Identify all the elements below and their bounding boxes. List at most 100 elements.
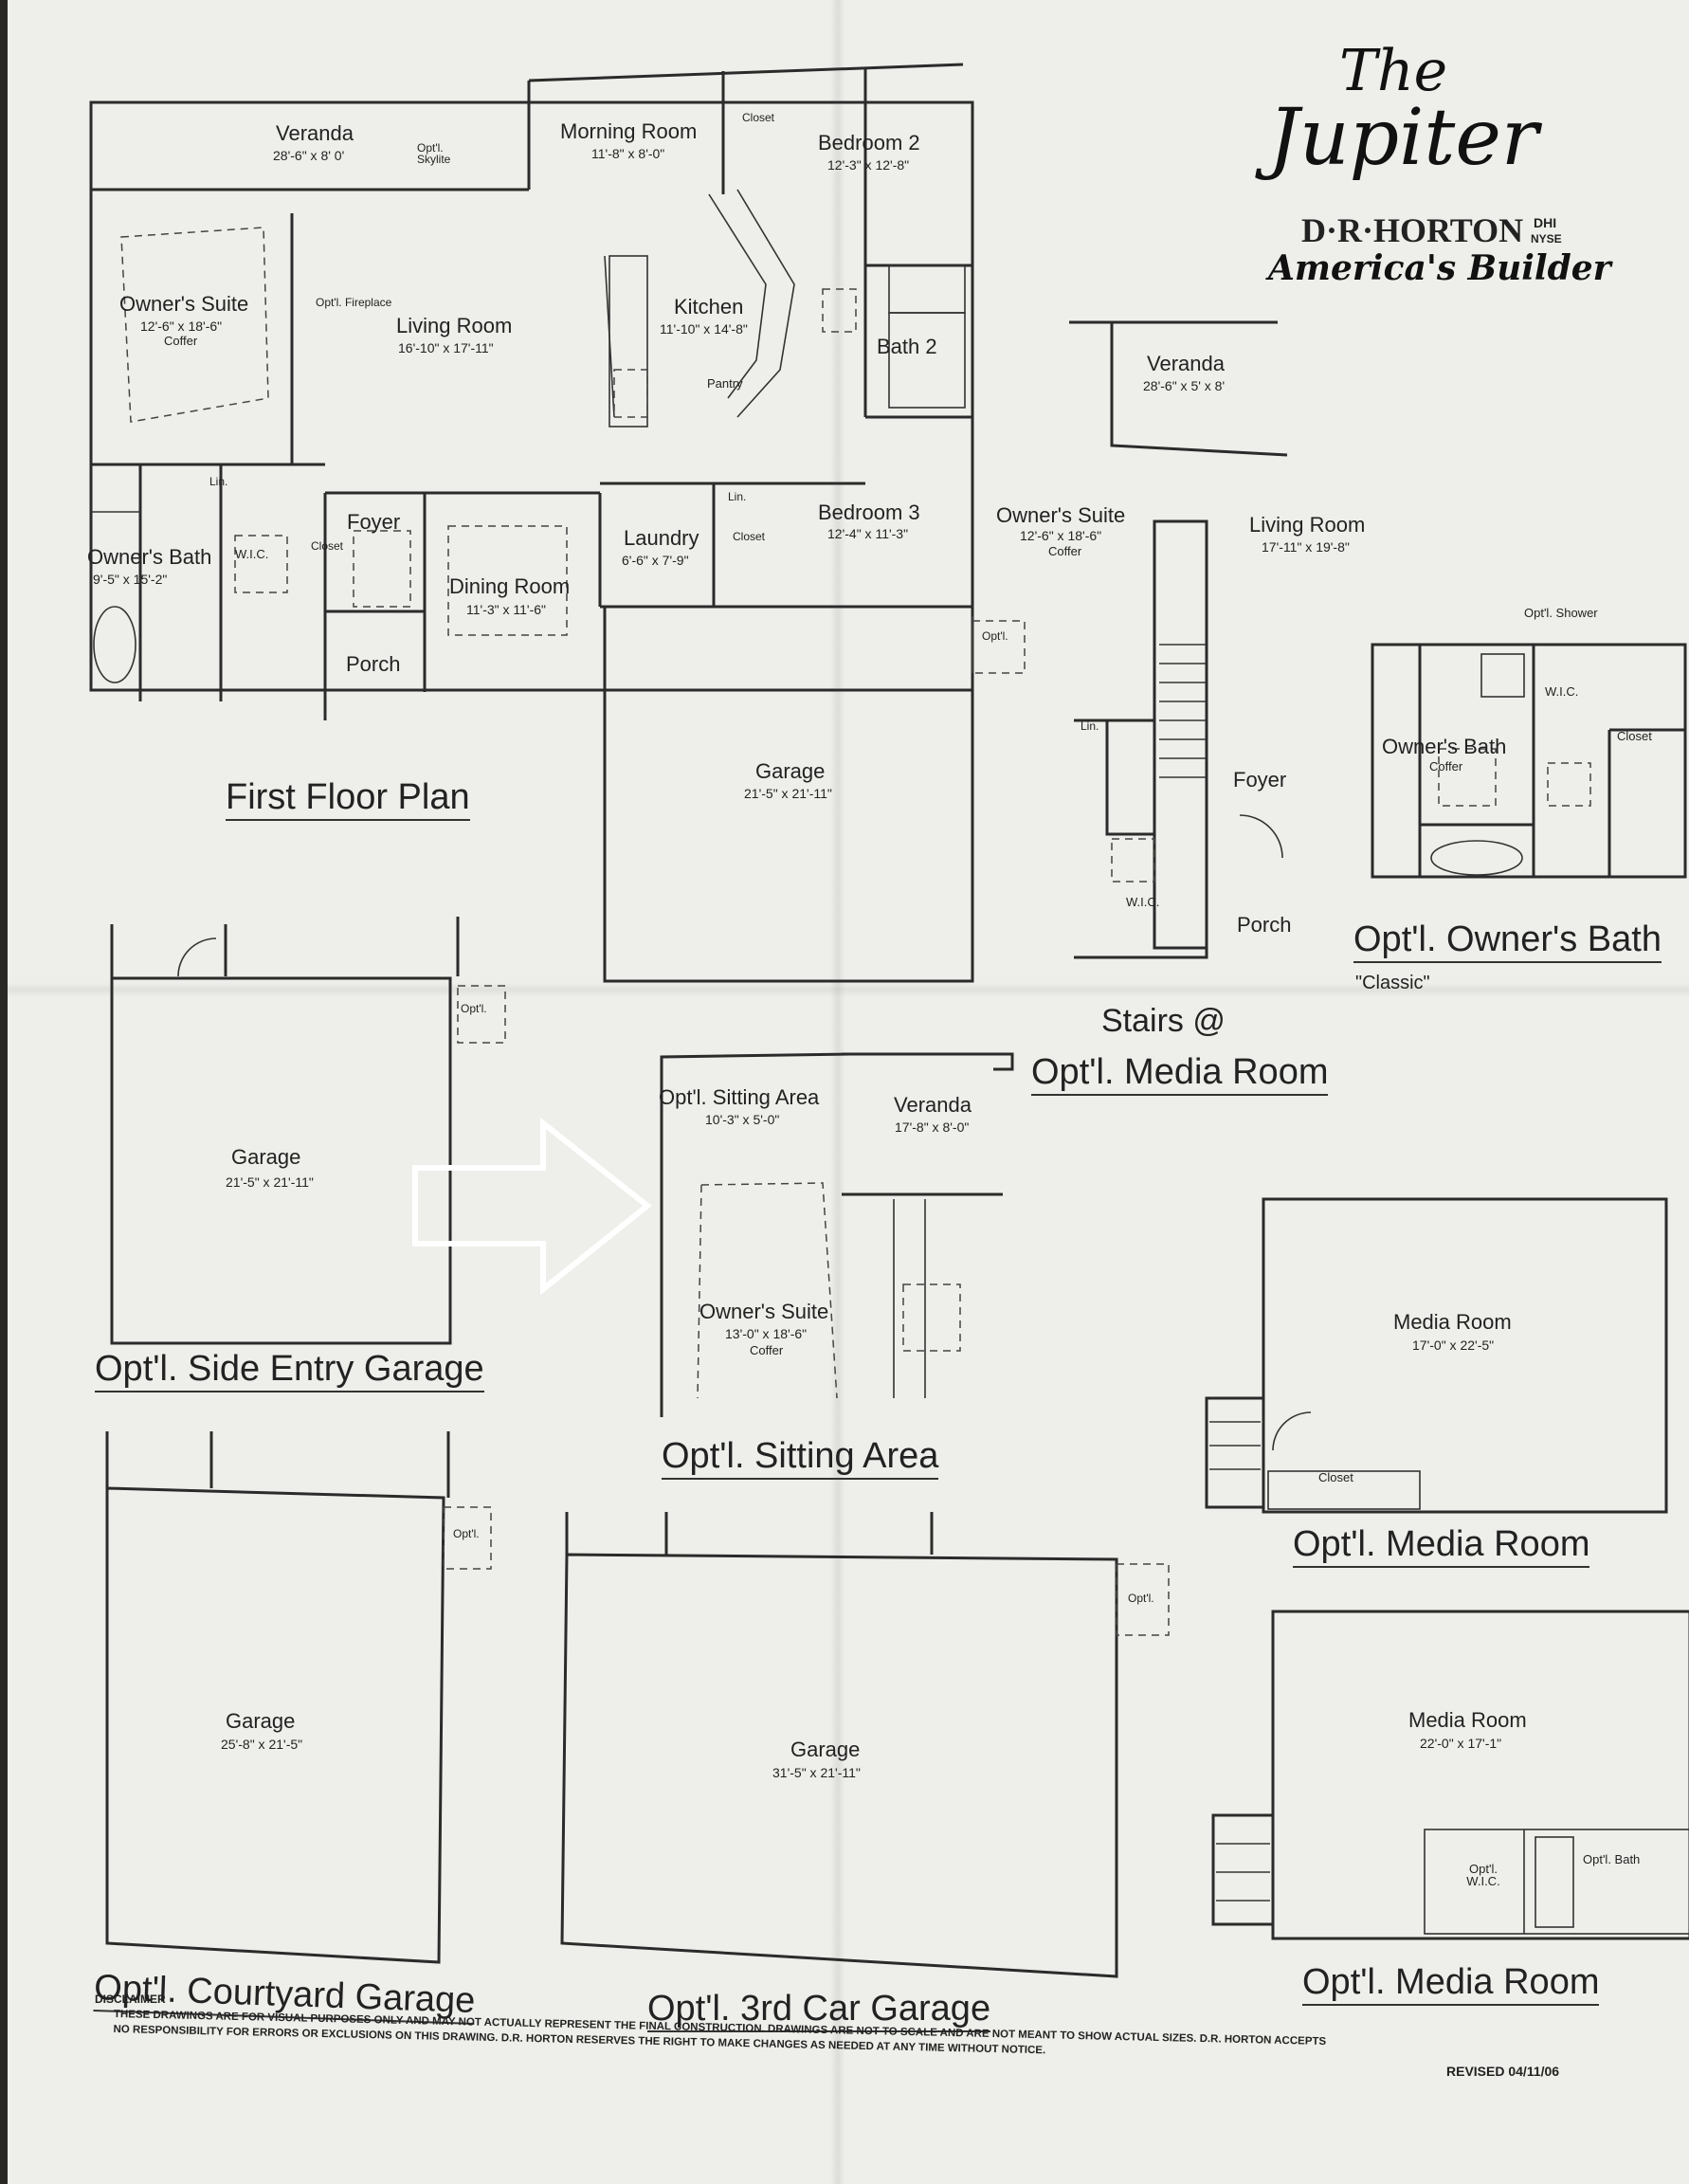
dim-laundry: 6'-6" x 7'-9" xyxy=(622,553,689,568)
label-pantry: Pantry xyxy=(707,376,743,391)
title-stairs-line1: Stairs @ xyxy=(1101,1003,1226,1039)
label-wic: W.I.C. xyxy=(235,547,269,561)
dim-morning-room: 11'-8" x 8'-0" xyxy=(591,146,665,161)
side-garage-room: Garage xyxy=(231,1145,301,1169)
disclaimer-title: DISCLAIMER xyxy=(95,1993,166,2006)
room-veranda: Veranda xyxy=(276,121,354,145)
stairs-note-coffer: Coffer xyxy=(1048,544,1082,558)
title-media-room-1: Opt'l. Media Room xyxy=(1293,1526,1590,1568)
bath-room-owners-bath: Owner's Bath xyxy=(1382,735,1507,758)
bath-note-coffer: Coffer xyxy=(1429,759,1463,774)
title-third-car-garage: Opt'l. 3rd Car Garage xyxy=(647,1991,991,2032)
side-entry-garage-walls xyxy=(110,917,506,1345)
stairs-room-owners-suite: Owner's Suite xyxy=(996,503,1126,527)
dim-dining-room: 11'-3" x 11'-6" xyxy=(466,602,547,617)
label-closet-top: Closet xyxy=(742,111,775,124)
title-side-entry-garage: Opt'l. Side Entry Garage xyxy=(95,1351,484,1392)
room-bedroom-3: Bedroom 3 xyxy=(818,500,920,524)
stairs-room-porch: Porch xyxy=(1237,913,1292,937)
dim-owners-suite: 12'-6" x 18'-6" xyxy=(140,318,223,334)
courtyard-dim: 25'-8" x 21'-5" xyxy=(221,1737,303,1752)
courtyard-garage-walls xyxy=(105,1431,492,1964)
side-garage-dim: 21'-5" x 21'-11" xyxy=(226,1174,314,1190)
dim-veranda: 28'-6" x 8' 0' xyxy=(273,148,345,163)
third-car-room: Garage xyxy=(790,1738,861,1761)
sitting-area-walls xyxy=(660,1052,1014,1417)
arrow-pointer xyxy=(412,1117,652,1296)
label-skylite: Opt'l. Skylite xyxy=(417,141,451,166)
dim-bedroom-2: 12'-3" x 12'-8" xyxy=(827,157,910,173)
first-floor-plan-dashes xyxy=(120,227,1026,674)
dim-bedroom-3: 12'-4" x 11'-3" xyxy=(827,526,909,541)
owners-bath-plan-walls xyxy=(1371,643,1687,879)
third-car-optl: Opt'l. xyxy=(1128,1592,1154,1605)
company-tagline: America's Builder xyxy=(1268,248,1611,288)
title-media-room-2: Opt'l. Media Room xyxy=(1302,1964,1600,2006)
title-sitting-area: Opt'l. Sitting Area xyxy=(662,1438,939,1480)
room-kitchen: Kitchen xyxy=(674,295,744,318)
brand-title-the: The xyxy=(1339,38,1448,104)
room-owners-bath: Owner's Bath xyxy=(87,545,212,569)
stairs-plan-walls xyxy=(1069,320,1288,959)
label-lin: Lin. xyxy=(209,475,228,488)
media2-room: Media Room xyxy=(1408,1708,1527,1732)
stairs-dim-living-room: 17'-11" x 19'-8" xyxy=(1262,539,1350,555)
company-logo: D·R·HORTON xyxy=(1301,211,1524,249)
room-bedroom-2: Bedroom 2 xyxy=(818,131,920,155)
sitting-room-veranda: Veranda xyxy=(894,1093,972,1117)
exchange-ticker: DHI xyxy=(1534,215,1557,230)
revised-date: REVISED 04/11/06 xyxy=(1446,2064,1560,2079)
room-foyer: Foyer xyxy=(347,510,401,534)
label-closet-laundry: Closet xyxy=(733,530,766,543)
bath-label-wic: W.I.C. xyxy=(1545,684,1579,699)
stairs-room-foyer: Foyer xyxy=(1233,768,1287,792)
label-closet-foyer: Closet xyxy=(311,539,344,553)
stairs-label-wic: W.I.C. xyxy=(1126,895,1160,909)
label-optl-door: Opt'l. xyxy=(982,629,1008,643)
media2-bath: Opt'l. Bath xyxy=(1583,1852,1641,1866)
stairs-room-living-room: Living Room xyxy=(1249,513,1366,537)
room-morning-room: Morning Room xyxy=(560,119,698,143)
media1-room: Media Room xyxy=(1393,1310,1512,1334)
courtyard-optl: Opt'l. xyxy=(453,1527,480,1540)
brand-title-name: Jupiter xyxy=(1268,93,1539,183)
sitting-dim-veranda: 17'-8" x 8'-0" xyxy=(895,1119,970,1135)
media2-dim: 22'-0" x 17'-1" xyxy=(1420,1736,1502,1751)
media1-dim: 17'-0" x 22'-5" xyxy=(1412,1338,1495,1353)
stairs-dim-owners-suite: 12'-6" x 18'-6" xyxy=(1020,528,1102,543)
floor-plan-drawings xyxy=(89,63,1689,1978)
room-owners-suite: Owner's Suite xyxy=(119,292,249,316)
courtyard-room: Garage xyxy=(226,1709,296,1733)
sitting-note-coffer: Coffer xyxy=(750,1343,784,1357)
media2-wic: Opt'l. W.I.C. xyxy=(1466,1862,1500,1888)
sitting-room-owners-suite: Owner's Suite xyxy=(699,1300,829,1323)
stairs-dim-veranda: 28'-6" x 5' x 8' xyxy=(1143,378,1226,393)
stairs-room-veranda: Veranda xyxy=(1147,352,1225,375)
room-porch: Porch xyxy=(346,652,401,676)
room-dining-room: Dining Room xyxy=(449,574,571,598)
label-lin-2: Lin. xyxy=(728,490,747,503)
side-garage-optl: Opt'l. xyxy=(461,1002,487,1015)
label-fireplace: Opt'l. Fireplace xyxy=(316,296,392,309)
bath-label-closet: Closet xyxy=(1617,729,1652,743)
media-room-2-walls xyxy=(1211,1610,1689,1940)
sitting-room-sitting-area: Opt'l. Sitting Area xyxy=(659,1085,820,1109)
room-laundry: Laundry xyxy=(624,526,699,550)
dim-kitchen: 11'-10" x 14'-8" xyxy=(660,321,748,337)
media1-closet: Closet xyxy=(1318,1470,1353,1484)
sitting-dim-sitting-area: 10'-3" x 5'-0" xyxy=(705,1112,780,1127)
dim-garage: 21'-5" x 21'-11" xyxy=(744,786,832,801)
third-car-garage-walls xyxy=(560,1512,1170,1978)
note-owners-suite-coffer: Coffer xyxy=(164,334,198,348)
third-car-dim: 31'-5" x 21'-11" xyxy=(772,1765,861,1780)
floor-plan-sheet: The Jupiter D·R·HORTON DHI NYSE America'… xyxy=(8,0,1689,2184)
first-floor-plan-walls xyxy=(89,63,974,983)
title-first-floor-plan: First Floor Plan xyxy=(226,779,470,821)
room-garage: Garage xyxy=(755,759,826,783)
stairs-label-lin: Lin. xyxy=(1081,719,1099,733)
media-room-1-walls xyxy=(1205,1197,1668,1514)
room-living-room: Living Room xyxy=(396,314,513,337)
bath-label-shower: Opt'l. Shower xyxy=(1524,606,1598,620)
dim-living-room: 16'-10" x 17'-11" xyxy=(398,340,494,355)
room-bath-2: Bath 2 xyxy=(877,335,937,358)
